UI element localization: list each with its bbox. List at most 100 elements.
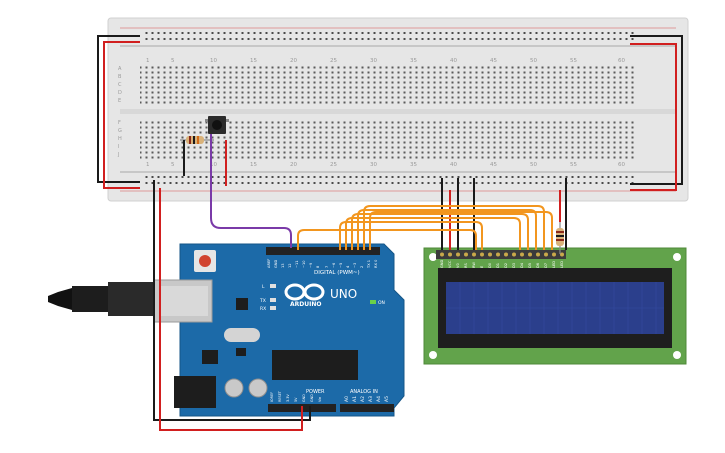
arduino-power-wires[interactable]: [153, 180, 311, 431]
power-pin-label: 5V: [294, 397, 298, 402]
on-label: ON: [378, 300, 385, 306]
regulator: [202, 350, 218, 364]
power-pin-label: 3.3V: [286, 394, 290, 402]
lcd-display[interactable]: GND VCC V0 RS RW E D0 D1 D2 D3 D4 D5 D6 …: [423, 247, 687, 365]
lcd-pin-label: D4: [520, 262, 524, 268]
digital-pin-labels: AREF GND 13 12 ~11 ~10 ~9 8 7 ~6 ~5 4 ~3…: [267, 259, 378, 269]
analog-pin-label: A3: [368, 396, 374, 402]
l-led: [270, 284, 276, 288]
top-power-rail[interactable]: [120, 27, 676, 47]
lcd-data-wires[interactable]: [297, 205, 553, 250]
lcd-pin-label: E: [480, 265, 484, 268]
usb-plug-icon[interactable]: [48, 282, 154, 316]
power-pin-label: GND: [302, 394, 306, 402]
lcd-pin-label: LED: [552, 261, 556, 268]
row-letter: I: [118, 144, 119, 150]
col-num: 25: [330, 58, 337, 64]
digital-pin-label: ~3: [353, 263, 357, 268]
arduino-uno-board[interactable]: ARDUINO UNO ON DIGITAL (PWM~) POWER ANAL…: [153, 243, 405, 417]
lcd-pin-labels: GND VCC V0 RS RW E D0 D1 D2 D3 D4 D5 D6 …: [440, 260, 564, 268]
lcd-pin-label: D2: [504, 263, 508, 268]
digital-pin-label: ~9: [309, 262, 313, 268]
digital-pin-label: AREF: [267, 259, 271, 268]
digital-pin-label: 8: [316, 265, 320, 268]
analog-pin-label: A1: [352, 396, 358, 402]
lcd-pin-label: D7: [544, 263, 548, 268]
col-num: 45: [490, 162, 497, 168]
col-num: 35: [410, 162, 417, 168]
digital-pin-label: TX 1: [367, 260, 371, 269]
lcd-pin-label: V0: [456, 263, 460, 268]
terminal-strip-top[interactable]: [140, 65, 634, 105]
row-letter: D: [118, 90, 122, 96]
lcd-character-cells: [446, 282, 664, 334]
col-num: 10: [210, 58, 217, 64]
pushbutton[interactable]: [205, 116, 229, 134]
lcd-pin-label: D1: [496, 263, 500, 268]
row-letter: J: [117, 152, 119, 158]
digital-pin-label: RX 0: [374, 259, 378, 268]
resistor-breadboard[interactable]: [180, 136, 214, 144]
lcd-pin-header[interactable]: [436, 250, 566, 259]
power-jack[interactable]: [174, 376, 216, 408]
col-num: 5: [171, 58, 175, 64]
digital-pin-label: ~10: [302, 260, 306, 268]
row-letter: A: [118, 66, 122, 72]
digital-pin-label: 7: [325, 266, 329, 268]
usb-connector[interactable]: [153, 279, 213, 323]
lcd-pin-label: D6: [536, 262, 540, 268]
row-letters: A B C D E F G H I J: [117, 66, 122, 158]
row-letter: B: [118, 74, 122, 80]
row-letter: H: [118, 136, 122, 142]
power-pin-labels: IOREF RESET 3.3V 5V GND GND Vin: [270, 390, 322, 402]
row-letter: C: [118, 82, 122, 88]
lcd-pin-label: LED: [560, 261, 564, 268]
reset-button[interactable]: [194, 250, 216, 272]
power-pin-label: Vin: [318, 397, 322, 402]
col-num: 25: [330, 162, 337, 168]
crystal: [224, 328, 260, 342]
column-numbers-top: 1 5 10 15 20 25 30 35 40 45 50 55 60: [146, 58, 625, 64]
analog-pin-label: A0: [344, 396, 350, 402]
row-letter: F: [118, 120, 121, 126]
rx-label: RX: [260, 306, 266, 312]
col-num: 30: [370, 58, 377, 64]
small-chip: [236, 298, 248, 310]
resistor-lcd[interactable]: [556, 222, 564, 254]
digital-pin-label: 13: [281, 263, 285, 268]
breadboard[interactable]: 1 5 10 15 20 25 30 35 40 45 50 55 60 A B…: [107, 17, 689, 202]
capacitor: [224, 378, 244, 398]
lcd-pin-label: RS: [464, 263, 468, 268]
arduino-infinity-logo-icon: [284, 283, 325, 301]
l-label: L: [262, 284, 265, 290]
col-num: 15: [250, 162, 257, 168]
digital-pin-label: ~11: [295, 260, 299, 268]
col-num: 10: [210, 162, 217, 168]
col-num: 5: [171, 162, 175, 168]
digital-pin-label: ~6: [332, 262, 336, 268]
col-num: 20: [290, 58, 297, 64]
center-channel: [120, 109, 676, 114]
tx-led: [270, 298, 276, 302]
analog-header[interactable]: [340, 404, 394, 412]
col-num: 55: [570, 58, 577, 64]
lcd-pin-label: GND: [440, 260, 444, 268]
analog-label: ANALOG IN: [350, 389, 378, 395]
col-num: 40: [450, 162, 457, 168]
rx-led: [270, 306, 276, 310]
lcd-pin-label: VCC: [448, 260, 452, 268]
column-numbers-bottom: 1 5 10 15 20 25 30 35 40 45 50 55 60: [146, 162, 625, 168]
power-label: POWER: [306, 389, 325, 395]
digital-header[interactable]: [266, 247, 380, 255]
digital-label: DIGITAL (PWM~): [314, 270, 360, 276]
atmega-chip: [272, 350, 358, 380]
col-num: 35: [410, 58, 417, 64]
breadboard-short-wires[interactable]: [183, 140, 227, 186]
bottom-power-rail[interactable]: [120, 171, 676, 192]
lcd-pin-label: D3: [512, 263, 516, 268]
col-num: 20: [290, 162, 297, 168]
button-signal-wire[interactable]: [210, 134, 292, 248]
rail-jumper-wires[interactable]: [97, 35, 683, 191]
on-led: [370, 300, 376, 304]
